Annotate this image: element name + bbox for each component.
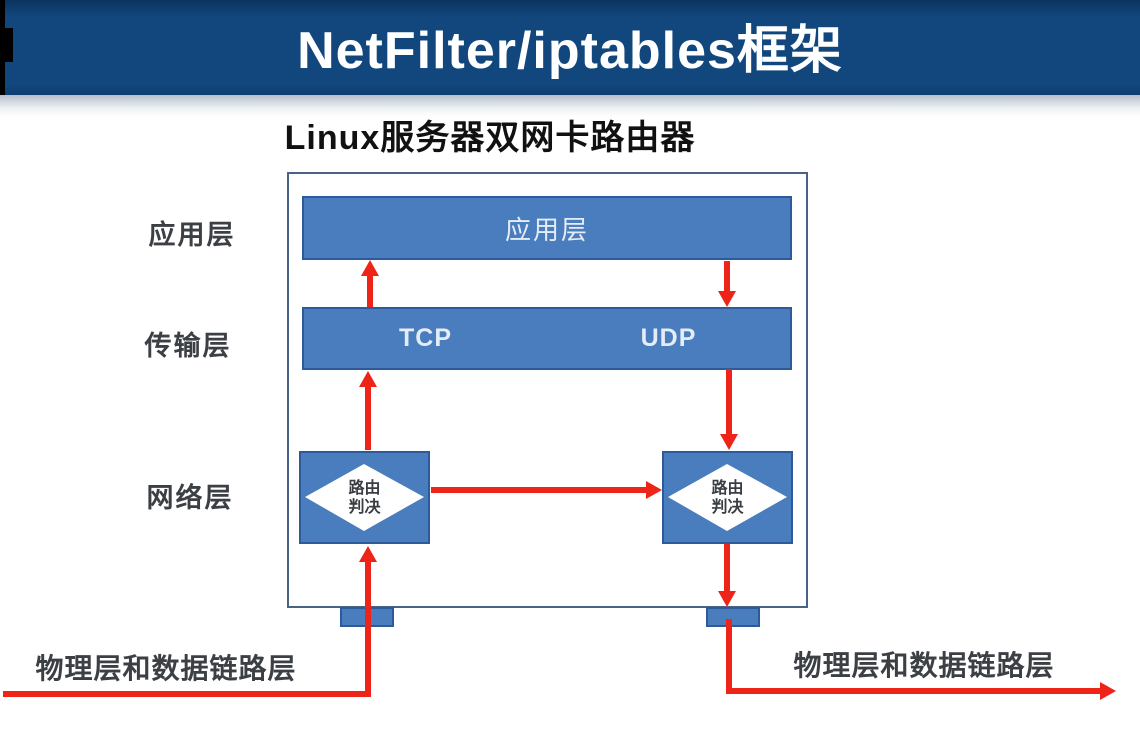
transport-layer-box: TCP UDP: [302, 307, 792, 370]
application-layer-box: 应用层: [302, 196, 792, 260]
routing-decision-right: 路由 判决: [662, 451, 793, 544]
nic-tab-left: [340, 607, 394, 627]
routing-decision-left: 路由 判决: [299, 451, 430, 544]
routing-decision-right-label: 路由 判决: [711, 479, 744, 516]
routing-diamond-left: [305, 464, 424, 531]
layer-label-application: 应用层: [148, 220, 236, 250]
banner-fade-strip: [0, 95, 1140, 117]
udp-label: UDP: [640, 324, 697, 352]
application-layer-box-label: 应用层: [504, 214, 589, 245]
title-banner: NetFilter/iptables框架: [0, 0, 1140, 95]
slide-title: NetFilter/iptables框架: [297, 22, 843, 80]
layer-label-transport: 传输层: [144, 331, 232, 361]
tcp-label: TCP: [399, 324, 452, 352]
slide-subtitle: Linux服务器双网卡路由器: [284, 119, 696, 157]
physical-layer-label-right: 物理层和数据链路层: [793, 650, 1055, 681]
nic-tab-right: [706, 607, 760, 627]
left-edge-block: [0, 28, 13, 62]
routing-decision-left-label: 路由 判决: [348, 479, 381, 516]
routing-diamond-right: [668, 464, 787, 531]
layer-label-network: 网络层: [146, 483, 234, 513]
physical-layer-label-left: 物理层和数据链路层: [35, 653, 297, 684]
